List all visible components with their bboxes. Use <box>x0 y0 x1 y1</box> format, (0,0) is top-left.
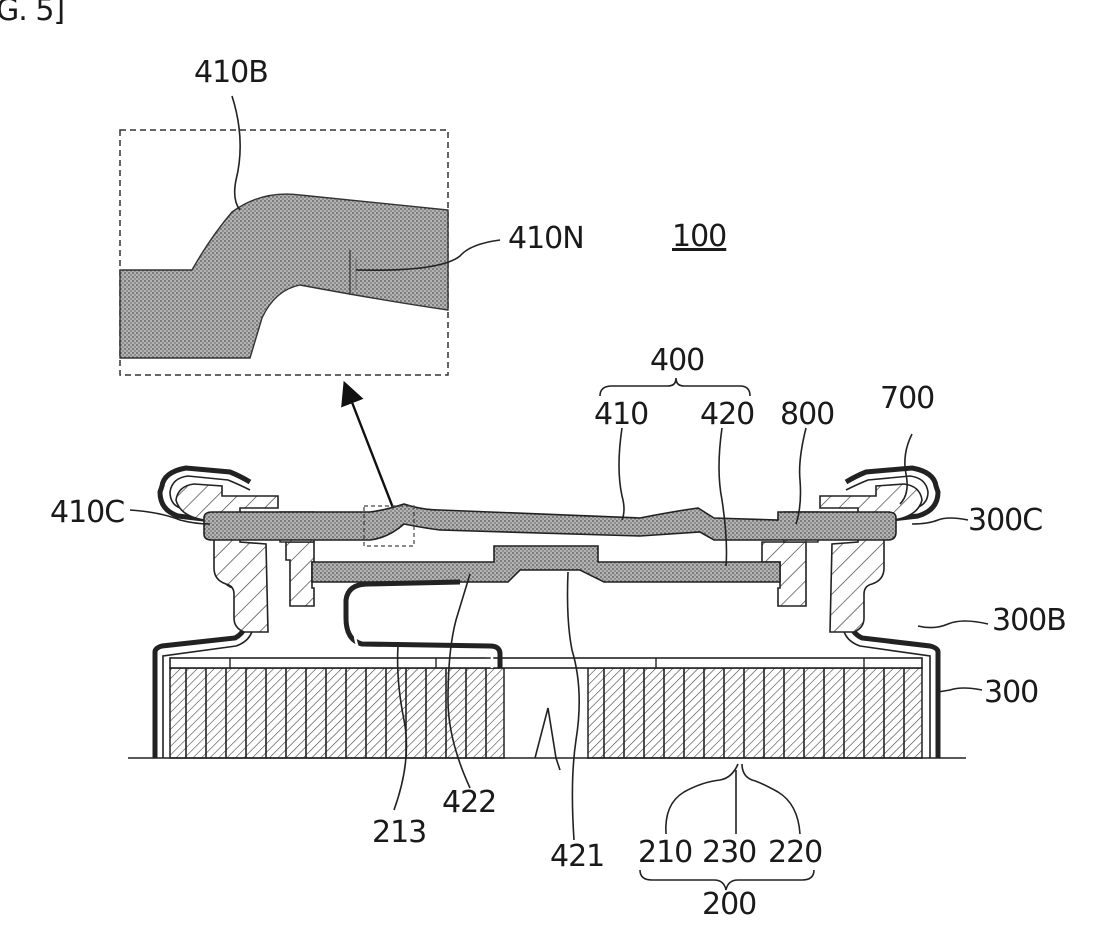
leader-421 <box>568 572 580 840</box>
gasket-left <box>176 484 278 632</box>
label-410N: 410N <box>508 221 584 256</box>
label-220: 220 <box>768 835 822 870</box>
leader-210 <box>666 764 738 834</box>
break-symbol <box>535 708 560 770</box>
leader-300 <box>938 688 982 692</box>
label-213: 213 <box>372 815 426 850</box>
leader-420 <box>719 428 727 566</box>
label-100: 100 <box>672 219 726 254</box>
holder-left <box>286 542 314 606</box>
figure-label: G. 5] <box>0 0 64 28</box>
label-410B: 410B <box>194 55 268 90</box>
detail-callout-arrow <box>348 392 395 513</box>
bracket-400 <box>600 378 750 396</box>
label-300C: 300C <box>968 503 1042 538</box>
leader-410B <box>232 96 240 210</box>
electrode-right-block <box>588 668 922 758</box>
label-300B: 300B <box>992 603 1066 638</box>
leader-220 <box>742 764 800 834</box>
detail-enlarged-view <box>120 96 500 375</box>
label-410: 410 <box>594 397 648 432</box>
label-300: 300 <box>984 675 1038 710</box>
label-422: 422 <box>442 785 496 820</box>
electrode-assembly-200 <box>128 658 966 770</box>
vent-plate-420 <box>312 546 780 582</box>
top-cap-410 <box>204 504 896 540</box>
tab-213 <box>346 582 500 668</box>
label-230: 230 <box>702 835 756 870</box>
leader-300C <box>912 518 968 524</box>
leader-300B <box>918 621 988 628</box>
label-410C: 410C <box>50 495 124 530</box>
leader-410 <box>619 428 624 520</box>
label-421: 421 <box>550 839 604 874</box>
label-420: 420 <box>700 397 754 432</box>
detail-plate-shape <box>120 194 448 358</box>
label-200: 200 <box>702 887 756 922</box>
leader-800 <box>796 428 806 524</box>
label-800: 800 <box>780 397 834 432</box>
label-210: 210 <box>638 835 692 870</box>
insulating-plate <box>170 658 922 668</box>
label-700: 700 <box>880 381 934 416</box>
tab-inner <box>354 590 492 668</box>
gasket-right <box>820 484 922 632</box>
label-400: 400 <box>650 343 704 378</box>
